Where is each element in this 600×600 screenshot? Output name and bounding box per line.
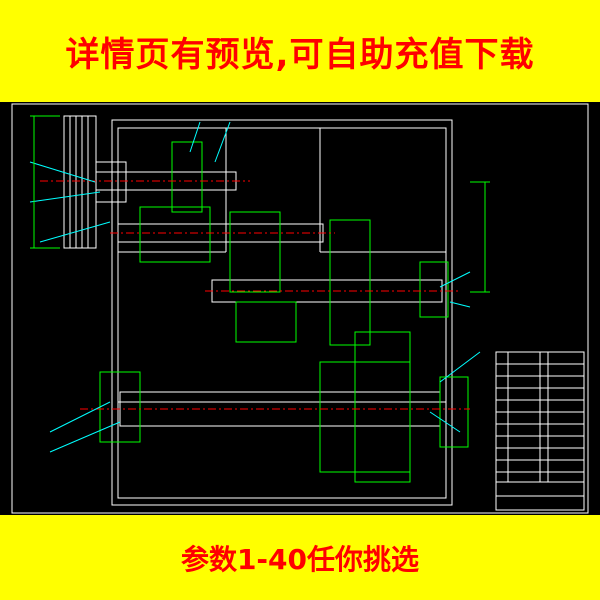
shafts [95,171,443,427]
cad-drawing [0,102,600,515]
gearbox-housing [111,119,453,506]
bottom-banner: 参数1-40任你挑选 [0,515,600,600]
top-banner-text: 详情页有预览,可自助充值下载 [65,34,535,75]
gearbox-assembly-drawing [11,103,589,514]
centerlines [40,180,470,410]
drawing-border [11,103,589,514]
top-banner: 详情页有预览,可自助充值下载 [0,0,600,102]
dimension-lines [30,115,490,293]
leader-lines [29,121,481,453]
gears [99,141,469,483]
parts-list-table [495,351,585,511]
bottom-banner-text: 参数1-40任你挑选 [180,542,420,576]
